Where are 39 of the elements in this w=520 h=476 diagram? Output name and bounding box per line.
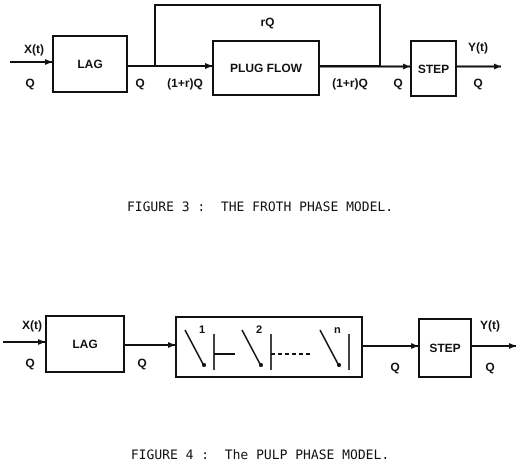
- tank-drawing: [239, 324, 273, 372]
- arrow: [154, 4, 381, 69]
- stage-number: n: [334, 324, 341, 336]
- signal-label: Q: [485, 360, 495, 374]
- signal-label: Y(t): [468, 40, 488, 54]
- signal-label: Q: [137, 356, 147, 370]
- arrow: [472, 343, 516, 349]
- signal-label: Y(t): [480, 318, 500, 332]
- signal-label: Q: [393, 76, 403, 90]
- tank-drawing: [182, 324, 216, 372]
- block-box: PLUG FLOW: [212, 40, 320, 96]
- figure-caption: FIGURE 4 : The PULP PHASE MODEL.: [130, 448, 390, 463]
- signal-label: Q: [25, 356, 35, 370]
- stage-number: 1: [199, 324, 206, 336]
- signal-label: X(t): [24, 42, 44, 56]
- signal-label: Q: [25, 76, 35, 90]
- signal-label: Q: [390, 360, 400, 374]
- stage-number: 2: [256, 324, 262, 336]
- signal-label: (1+r)Q: [332, 76, 368, 90]
- block-box: STEP: [418, 318, 472, 378]
- figure-caption: FIGURE 3 : THE FROTH PHASE MODEL.: [126, 200, 394, 215]
- arrow: [125, 342, 175, 348]
- arrow: [363, 343, 418, 349]
- stage-container-box: [175, 316, 363, 378]
- block-box: STEP: [410, 40, 457, 97]
- signal-label: X(t): [22, 318, 42, 332]
- tank-drawing: [317, 324, 351, 372]
- edge-label: rQ: [258, 15, 276, 29]
- arrow: [457, 64, 501, 70]
- block-box: LAG: [52, 35, 128, 93]
- signal-label: (1+r)Q: [167, 76, 203, 90]
- connector-line: [271, 353, 313, 355]
- connector-line: [214, 353, 235, 355]
- signal-label: Q: [135, 76, 145, 90]
- block-box: LAG: [45, 315, 125, 373]
- arrow: [320, 64, 410, 70]
- signal-label: Q: [473, 76, 483, 90]
- arrow: [10, 59, 52, 65]
- arrow: [3, 339, 45, 345]
